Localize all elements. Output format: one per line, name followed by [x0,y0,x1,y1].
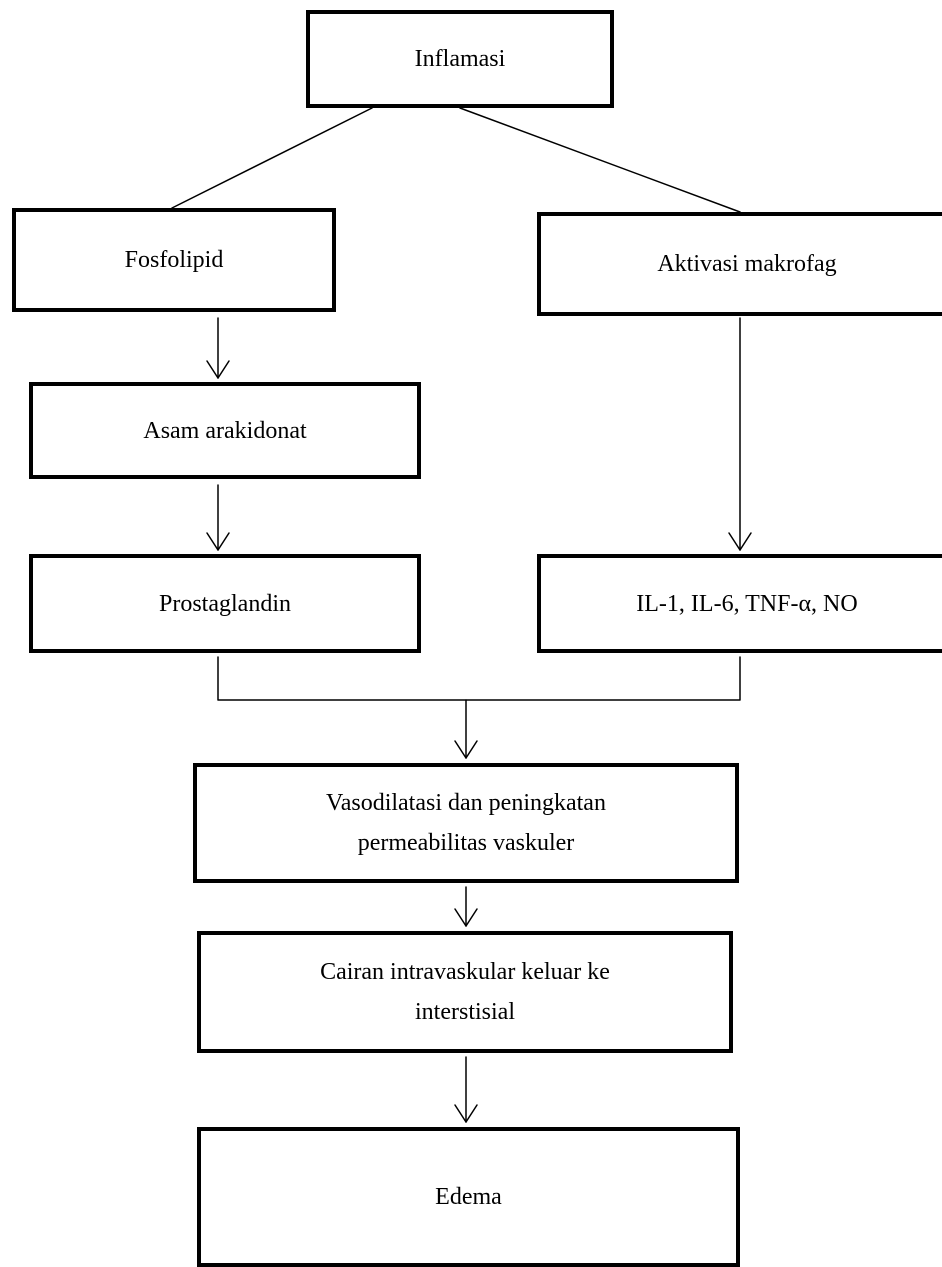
node-label: Aktivasi makrofag [657,251,837,277]
arrowhead-vasodilatasi-cairan [454,908,478,927]
edge-inflamasi-aktivasi [459,107,741,213]
arrowhead-cairan-edema [454,1104,478,1123]
node-label: Fosfolipid [124,247,224,273]
arrowhead-merge-vasodilatasi [454,740,478,759]
node-label-line-1: Cairan intravaskular keluar ke [320,959,610,985]
arrowhead-asam-prostaglandin [206,532,230,551]
node-prostaglandin: Prostaglandin [29,554,421,653]
node-label-line-1: Vasodilatasi dan peningkatan [326,790,606,816]
node-fosfolipid: Fosfolipid [12,208,336,312]
edge-merge-bracket [217,656,741,701]
arrowhead-aktivasi-mediators [728,532,752,551]
node-aktivasi-makrofag: Aktivasi makrofag [537,212,942,316]
arrowhead-fosfolipid-asam [206,360,230,379]
node-vasodilatasi: Vasodilatasi dan peningkatan permeabilit… [193,763,739,883]
node-label: Inflamasi [414,46,506,72]
node-label-line-2: permeabilitas vaskuler [357,830,575,856]
node-label: Prostaglandin [159,590,291,617]
node-cairan: Cairan intravaskular keluar ke interstis… [197,931,733,1053]
node-edema: Edema [197,1127,740,1267]
node-label: Edema [435,1184,502,1210]
node-label: Asam arakidonat [143,417,307,444]
node-inflamasi: Inflamasi [306,10,614,108]
node-asam-arakidonat: Asam arakidonat [29,382,421,479]
node-label: IL-1, IL-6, TNF-α, NO [636,590,858,617]
node-label-line-2: interstisial [415,999,515,1025]
edge-inflamasi-fosfolipid [171,107,373,209]
node-mediators: IL-1, IL-6, TNF-α, NO [537,554,942,653]
